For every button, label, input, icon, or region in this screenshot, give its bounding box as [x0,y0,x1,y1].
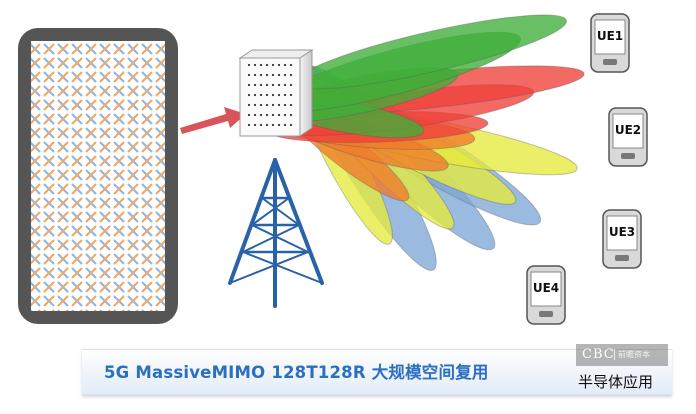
source-label: 半导体应用 [578,373,654,391]
beam-group [261,14,585,271]
ue-device-2: UE2 [608,107,648,167]
ue-label: UE3 [609,225,635,239]
antenna-array-panel [18,28,178,324]
ue-device-3: UE3 [602,209,642,269]
ue-label: UE4 [533,281,559,295]
ue-label: UE2 [615,123,641,137]
ue-label: UE1 [597,29,623,43]
ue-device-1: UE1 [590,13,630,73]
watermark-box [576,344,668,366]
caption-banner [82,349,672,395]
arrow-icon [180,107,246,134]
base-station-icon [238,49,314,137]
caption-title: 5G MassiveMIMO 128T128R 大规模空间复用 [104,363,489,382]
watermark-logo: CBC [582,347,615,362]
cell-tower-icon [228,158,324,308]
ue-device-4: UE4 [526,265,566,325]
watermark-subtitle: 前瞻资本 [614,349,650,360]
